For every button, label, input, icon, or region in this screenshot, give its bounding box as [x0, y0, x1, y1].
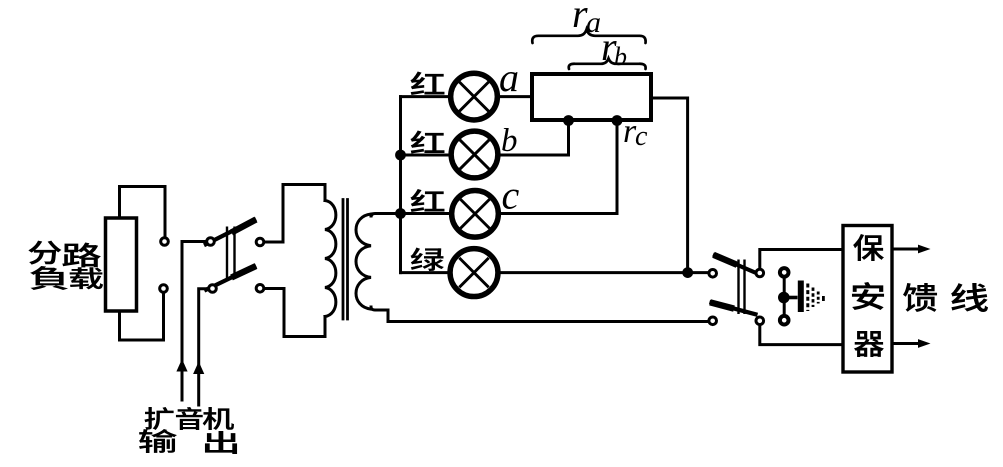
svg-text:b: b [501, 123, 518, 159]
svg-text:c: c [635, 121, 648, 152]
svg-text:b: b [614, 42, 627, 71]
svg-text:c: c [502, 173, 520, 218]
svg-text:a: a [586, 6, 601, 39]
svg-text:r: r [623, 113, 637, 150]
svg-text:a: a [499, 55, 519, 100]
svg-text:r: r [601, 24, 617, 69]
svg-text:r: r [572, 0, 588, 36]
